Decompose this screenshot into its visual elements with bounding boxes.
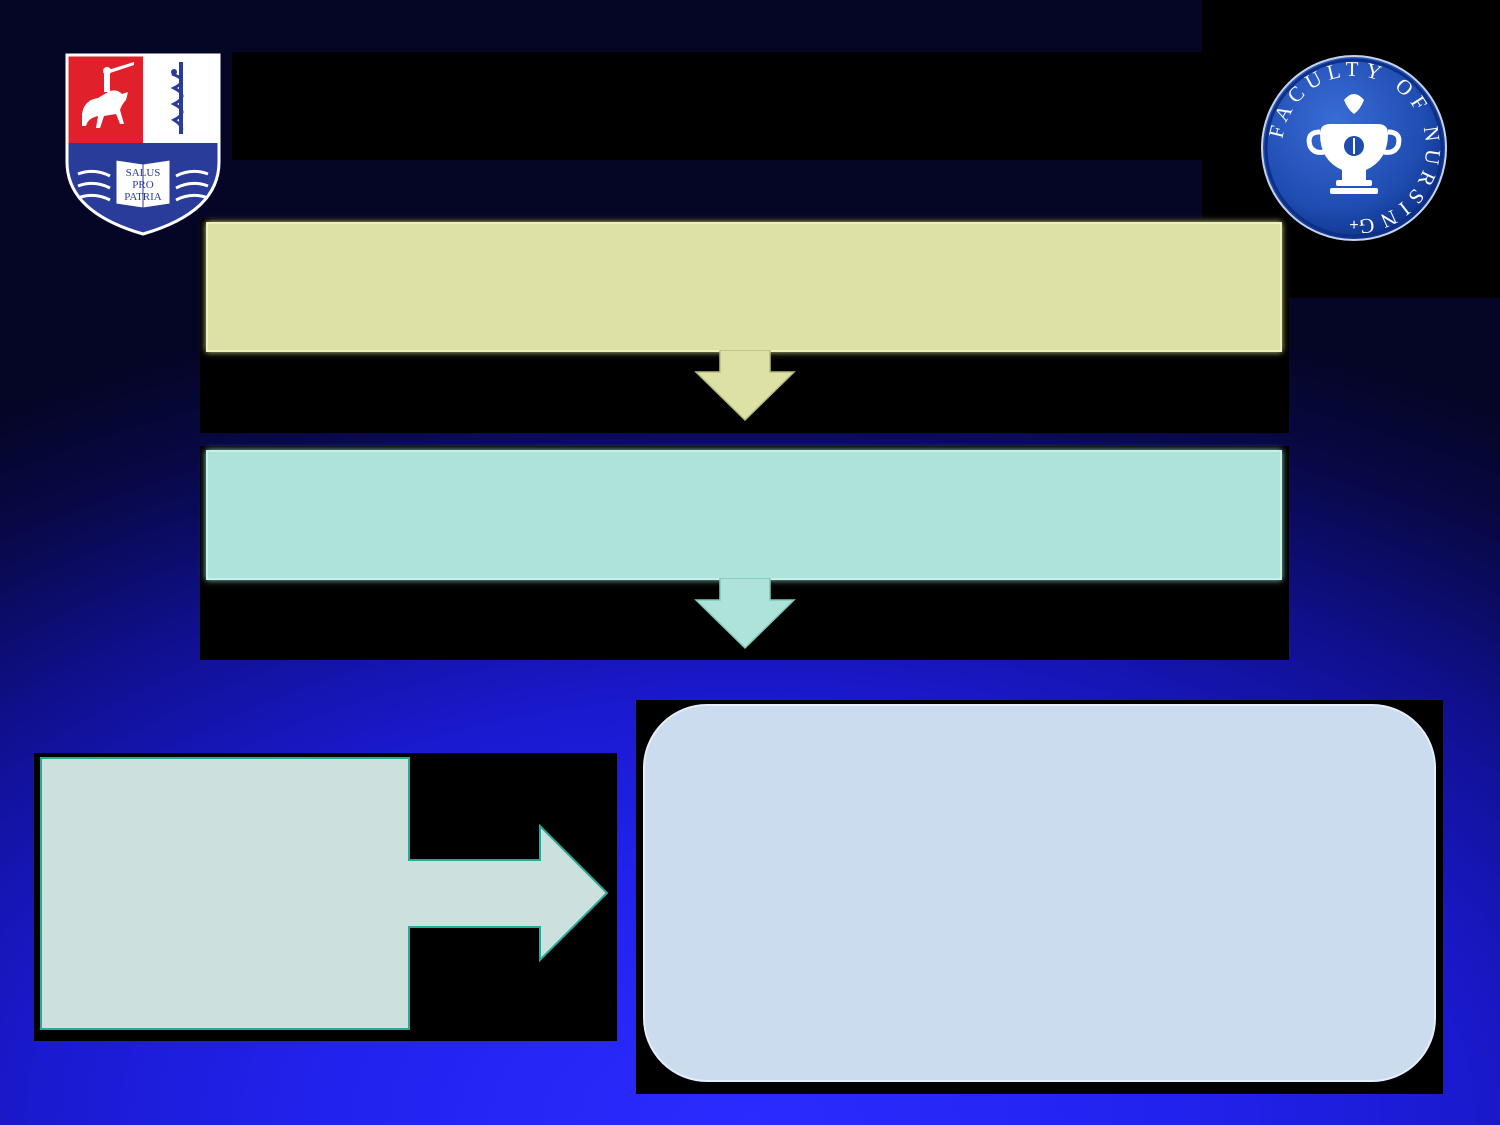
slide-title-bar bbox=[232, 52, 1202, 160]
nursing-lamp-icon bbox=[1306, 94, 1402, 194]
down-arrow-icon bbox=[694, 350, 796, 422]
rod-of-asclepius-icon bbox=[170, 62, 184, 134]
university-crest-logo: SALUS PRO PATRIA bbox=[65, 53, 221, 236]
flow-step-2-box bbox=[206, 450, 1282, 580]
crest-motto-line-1: SALUS bbox=[126, 167, 161, 179]
callout-right-arrow-shape bbox=[40, 757, 609, 1030]
faculty-logo-symbol: + bbox=[1349, 217, 1358, 234]
crest-motto-line-3: PATRIA bbox=[124, 191, 162, 203]
knight-icon bbox=[82, 62, 134, 128]
crest-motto-line-2: PRO bbox=[132, 179, 153, 191]
book-icon bbox=[77, 159, 209, 209]
faculty-of-nursing-logo: FACULTY OF NURSING + bbox=[1261, 55, 1447, 241]
result-rounded-box bbox=[643, 704, 1436, 1082]
flow-step-1-box bbox=[206, 222, 1282, 352]
down-arrow-icon bbox=[694, 578, 796, 650]
